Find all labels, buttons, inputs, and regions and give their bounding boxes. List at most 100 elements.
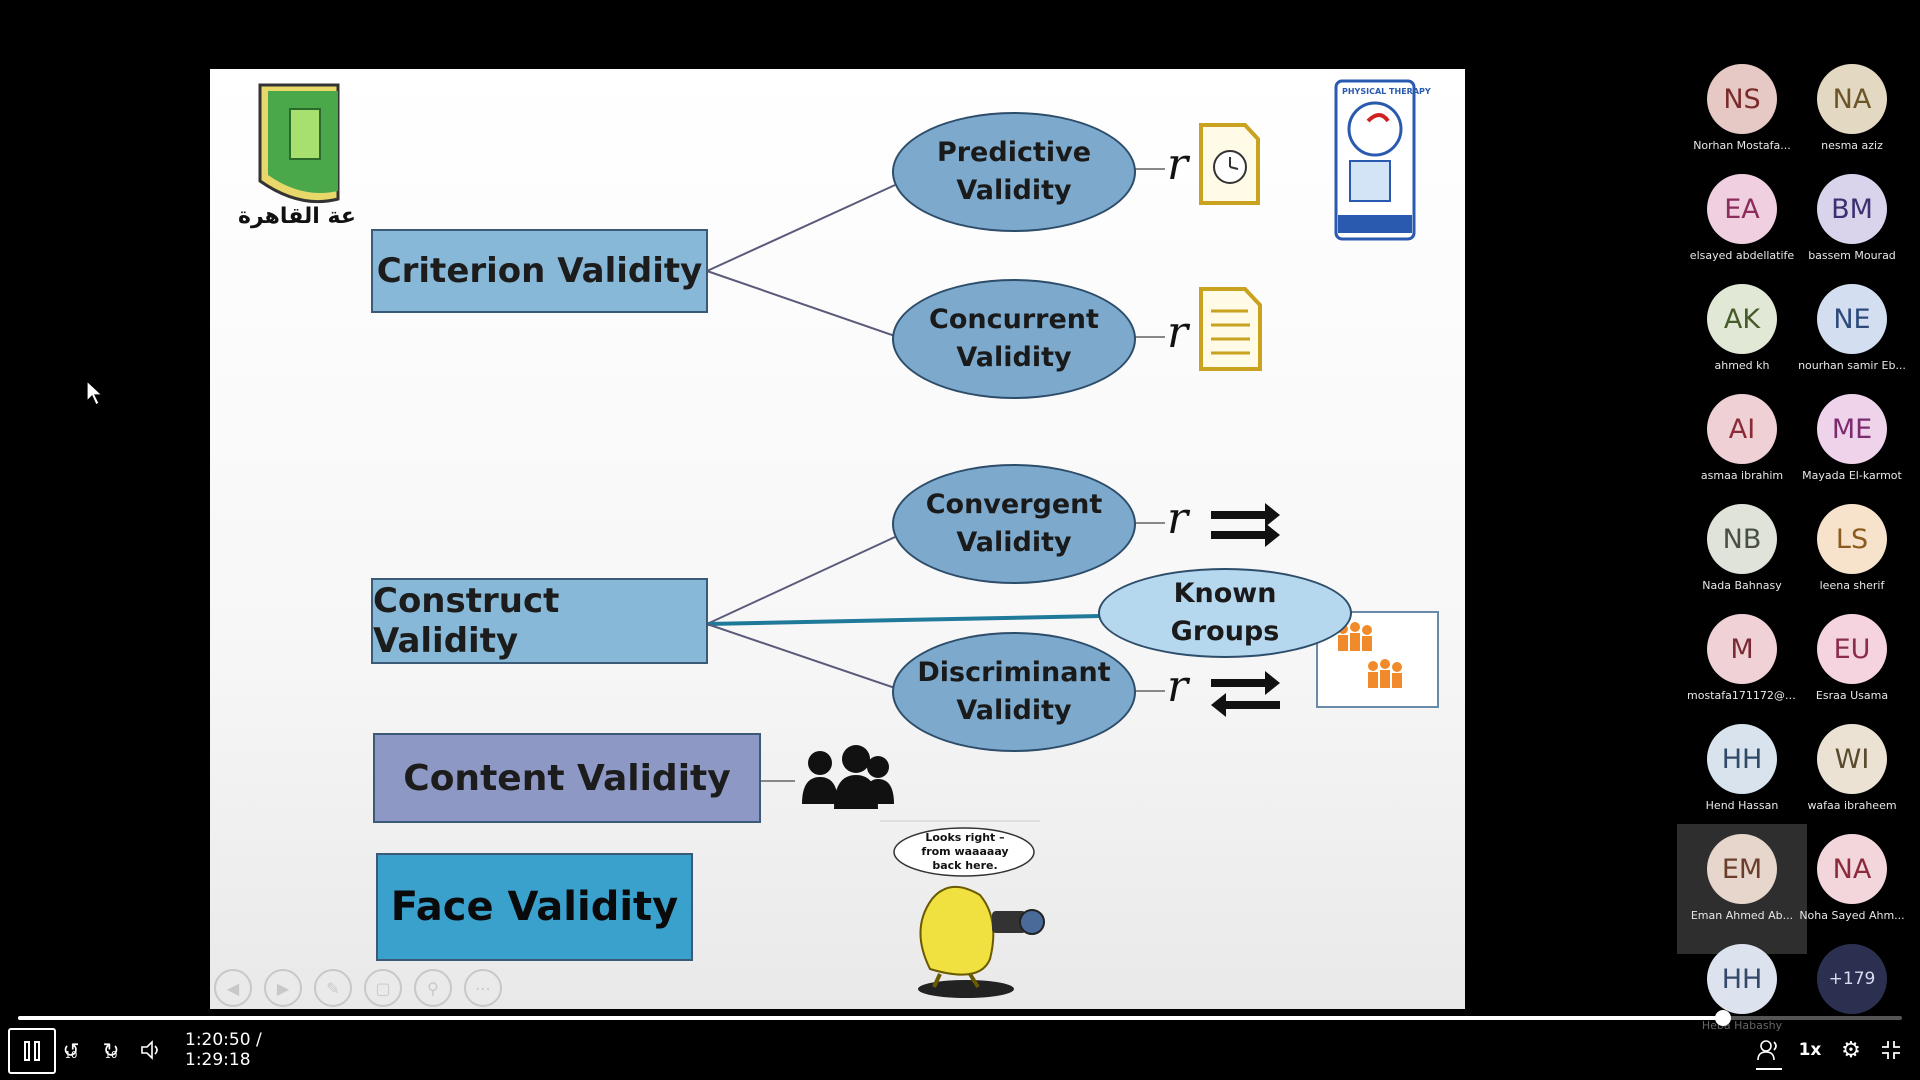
known-groups-picture — [1316, 611, 1439, 708]
participant-tile[interactable]: NE nourhan samir Eb... — [1797, 284, 1907, 394]
participant-name: nourhan samir Eb... — [1798, 359, 1906, 372]
participant-tile[interactable]: BM bassem Mourad — [1797, 174, 1907, 284]
progress-bar[interactable] — [18, 1010, 1902, 1026]
skip-forward-label: 10 — [104, 1050, 118, 1061]
participant-tile[interactable]: NA nesma aziz — [1797, 64, 1907, 174]
content-validity-label: Content Validity — [403, 757, 731, 799]
participant-avatar: EM — [1707, 834, 1777, 904]
participant-name: ahmed kh — [1714, 359, 1770, 372]
criterion-validity-box: Criterion Validity — [371, 229, 708, 313]
participant-name: nesma aziz — [1821, 139, 1883, 152]
left-logo-text: عة القاهرة — [238, 204, 356, 229]
captions-underline — [1756, 1068, 1782, 1070]
known-line1: Known — [1173, 578, 1277, 609]
r-symbol-convergent: r — [1167, 493, 1189, 544]
participant-name: Noha Sayed Ahm... — [1799, 909, 1905, 922]
slide-pen-button[interactable]: ✎ — [314, 969, 352, 1007]
captions-icon — [1757, 1040, 1777, 1061]
slide-prev-button[interactable]: ◀ — [214, 969, 252, 1007]
participant-avatar: NE — [1817, 284, 1887, 354]
concurrent-validity-oval: Concurrent Validity — [892, 279, 1136, 399]
discriminant-line1: Discriminant — [917, 657, 1111, 688]
captions-button[interactable] — [1753, 1030, 1783, 1070]
people-group-icon — [802, 745, 894, 809]
skip-back-button[interactable]: ↺ 10 — [56, 1030, 86, 1070]
bubble-line3: back here. — [932, 859, 998, 872]
participant-avatar: EU — [1817, 614, 1887, 684]
exit-fullscreen-button[interactable] — [1876, 1030, 1906, 1070]
discriminant-line2: Validity — [956, 695, 1072, 726]
convergent-line2: Validity — [956, 527, 1072, 558]
construct-validity-label: Construct Validity — [373, 581, 560, 661]
presentation-slide: عة القاهرة PHYSICAL THERAPY Criterion Va… — [210, 69, 1465, 1009]
convergent-validity-oval: Convergent Validity — [892, 464, 1136, 584]
participant-avatar: BM — [1817, 174, 1887, 244]
discriminant-validity-oval: Discriminant Validity — [892, 632, 1136, 752]
concurrent-line1: Concurrent — [929, 304, 1099, 335]
participant-name: Hend Hassan — [1705, 799, 1779, 812]
participant-avatar: LS — [1817, 504, 1887, 574]
participant-tile[interactable]: LS leena sherif — [1797, 504, 1907, 614]
predictive-line2: Validity — [956, 175, 1072, 206]
participant-name: wafaa ibraheem — [1807, 799, 1897, 812]
skip-forward-icon: ↻ — [102, 1038, 120, 1062]
participant-name: Mayada El-karmot — [1802, 469, 1902, 482]
known-groups-oval: Known Groups — [1098, 568, 1352, 658]
slide-next-button[interactable]: ▶ — [264, 969, 302, 1007]
participant-avatar: NB — [1707, 504, 1777, 574]
cairo-university-logo — [258, 83, 340, 204]
participant-avatar: NA — [1817, 64, 1887, 134]
construct-validity-box: Construct Validity — [371, 578, 708, 664]
slide-more-button[interactable]: ⋯ — [464, 969, 502, 1007]
participant-tile[interactable]: NB Nada Bahnasy — [1687, 504, 1797, 614]
participant-avatar: ME — [1817, 394, 1887, 464]
convergent-line1: Convergent — [925, 489, 1103, 520]
r-symbol-predictive: r — [1167, 139, 1189, 190]
participant-tile[interactable]: AI asmaa ibrahim — [1687, 394, 1797, 504]
bubble-line2: from waaaaay — [921, 845, 1009, 858]
participant-name: asmaa ibrahim — [1700, 469, 1784, 482]
participant-name: bassem Mourad — [1808, 249, 1896, 262]
participant-name: Nada Bahnasy — [1702, 579, 1782, 592]
r-symbol-discriminant: r — [1167, 661, 1189, 712]
exit-fullscreen-icon — [1882, 1041, 1900, 1059]
face-validity-label: Face Validity — [390, 884, 679, 930]
settings-button[interactable]: ⚙ — [1836, 1030, 1866, 1070]
mouse-cursor — [86, 380, 104, 406]
pause-button[interactable] — [8, 1028, 56, 1074]
participant-avatar: AI — [1707, 394, 1777, 464]
concurrent-line2: Validity — [956, 342, 1072, 373]
time-text: 1:20:50 / 1:29:18 — [185, 1030, 262, 1070]
participant-tile[interactable]: EM Eman Ahmed Ab... — [1677, 824, 1807, 954]
slide-connectors — [258, 79, 1439, 998]
progress-knob[interactable] — [1715, 1010, 1731, 1026]
right-logo-text: PHYSICAL THERAPY — [1342, 87, 1431, 96]
participant-name: Norhan Mostafa... — [1693, 139, 1791, 152]
predictive-line1: Predictive — [936, 137, 1092, 168]
skip-back-label: 10 — [64, 1050, 78, 1061]
participant-name: Eman Ahmed Ab... — [1690, 909, 1794, 922]
speed-button[interactable]: 1x — [1795, 1030, 1825, 1070]
participant-name: leena sherif — [1819, 579, 1885, 592]
known-line2: Groups — [1170, 616, 1280, 647]
slide-zoom-button[interactable]: ⚲ — [414, 969, 452, 1007]
cartoon-speech-bubble: Looks right – from waaaaay back here. — [900, 831, 1030, 873]
volume-button[interactable] — [136, 1030, 166, 1070]
content-validity-box: Content Validity — [373, 733, 761, 823]
skip-forward-button[interactable]: ↻ 10 — [96, 1030, 126, 1070]
participant-tile[interactable]: +179 — [1797, 944, 1907, 1054]
participant-tile[interactable]: ME Mayada El-karmot — [1797, 394, 1907, 504]
slide-pages-button[interactable]: ▢ — [364, 969, 402, 1007]
skip-back-icon: ↺ — [62, 1038, 80, 1062]
participant-avatar: M — [1707, 614, 1777, 684]
predictive-validity-oval: Predictive Validity — [892, 112, 1136, 232]
